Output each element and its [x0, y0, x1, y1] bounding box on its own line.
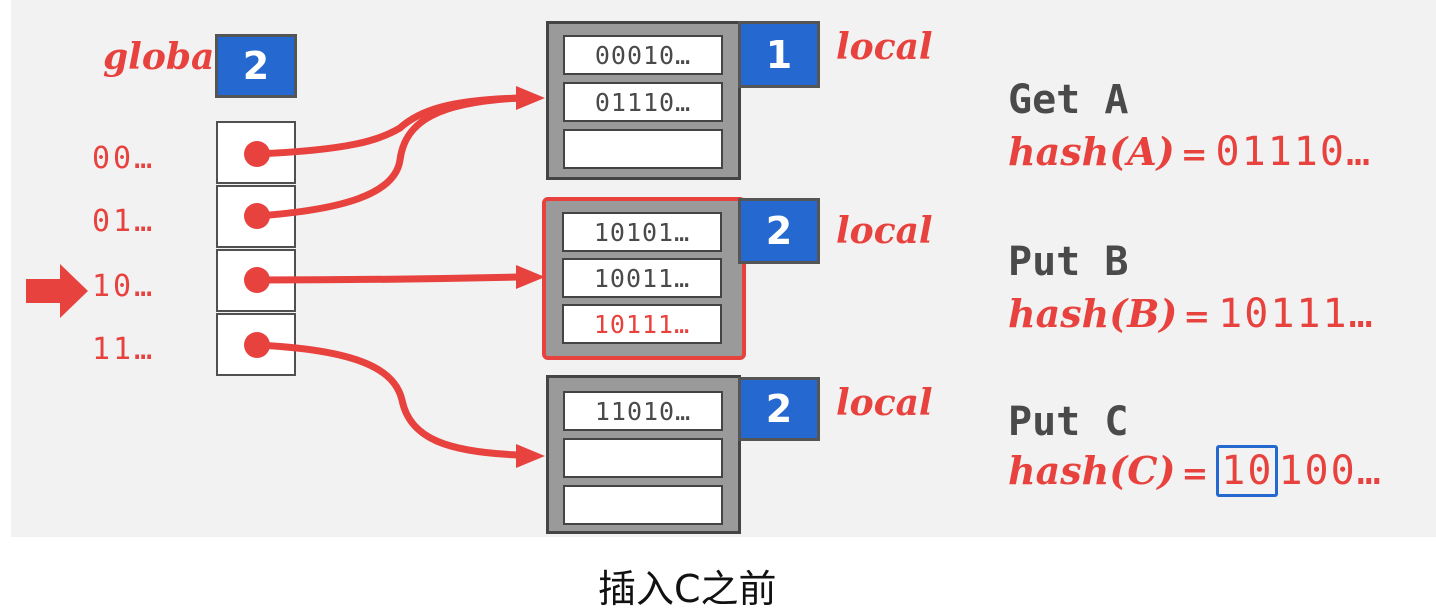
- directory-slot-2: [216, 249, 296, 312]
- bucket-0-local-depth-box: 1: [738, 21, 820, 88]
- bucket-0-slot-2: [563, 129, 723, 169]
- bucket-1: 10101… 10011… 10111…: [542, 197, 746, 360]
- caption: 插入C之前: [598, 567, 777, 611]
- directory-slot-3: [216, 313, 296, 376]
- directory-slot-1: [216, 185, 296, 248]
- directory-slot-0: [216, 121, 296, 184]
- bucket-0-slot-1: 01110…: [563, 82, 723, 122]
- op-put-c-equals: =: [1181, 454, 1209, 492]
- bucket-2-local-depth-value: 2: [765, 387, 793, 431]
- global-depth-value: 2: [242, 44, 270, 88]
- bucket-2-slot-0: 11010…: [563, 391, 723, 431]
- bucket-0-local-depth-value: 1: [765, 32, 793, 77]
- bucket-1-slot-1: 10011…: [562, 258, 722, 298]
- op-get-a-hash-fn: hash(A): [1008, 129, 1175, 174]
- op-get-a-title: Get A: [1008, 77, 1129, 123]
- bucket-2-slot-2: [563, 485, 723, 525]
- bucket-1-local-label: local: [836, 210, 933, 252]
- op-put-b-equals: =: [1183, 297, 1211, 335]
- op-get-a-value: 01110…: [1215, 129, 1373, 175]
- op-get-a-equals: =: [1180, 135, 1208, 173]
- bucket-2-slot-1: [563, 438, 723, 478]
- bucket-2-local-label: local: [836, 382, 933, 424]
- directory-label-3: 11…: [92, 332, 156, 367]
- op-put-c-value-rest: 100…: [1278, 448, 1383, 494]
- bucket-0-slot-0: 00010…: [563, 35, 723, 75]
- op-put-c-value-prefix: 10: [1216, 445, 1279, 497]
- directory-label-2: 10…: [92, 269, 156, 304]
- global-depth-box: 2: [215, 34, 297, 98]
- op-get-a-hash: hash(A)=01110…: [1008, 127, 1372, 177]
- directory: [216, 121, 296, 378]
- right-arrow-icon: [26, 264, 88, 318]
- op-put-b-title: Put B: [1008, 239, 1129, 285]
- op-put-c-title: Put C: [1008, 399, 1129, 445]
- directory-label-1: 01…: [92, 204, 156, 239]
- bucket-2: 11010…: [546, 375, 741, 534]
- bucket-1-local-depth-value: 2: [765, 209, 793, 253]
- op-put-b-hash-fn: hash(B): [1008, 291, 1178, 336]
- op-put-b-hash: hash(B)=10111…: [1008, 289, 1375, 339]
- bucket-1-slot-0: 10101…: [562, 212, 722, 252]
- bucket-1-local-depth-box: 2: [738, 198, 820, 264]
- global-depth-label: global: [103, 36, 229, 78]
- bucket-0: 00010… 01110…: [546, 21, 741, 180]
- bucket-0-local-label: local: [836, 26, 933, 68]
- op-put-c-hash-fn: hash(C): [1008, 448, 1176, 493]
- directory-label-0: 00…: [92, 141, 156, 176]
- bucket-2-local-depth-box: 2: [738, 377, 820, 441]
- op-put-b-value: 10111…: [1218, 291, 1375, 337]
- bucket-1-slot-2-new: 10111…: [562, 304, 722, 344]
